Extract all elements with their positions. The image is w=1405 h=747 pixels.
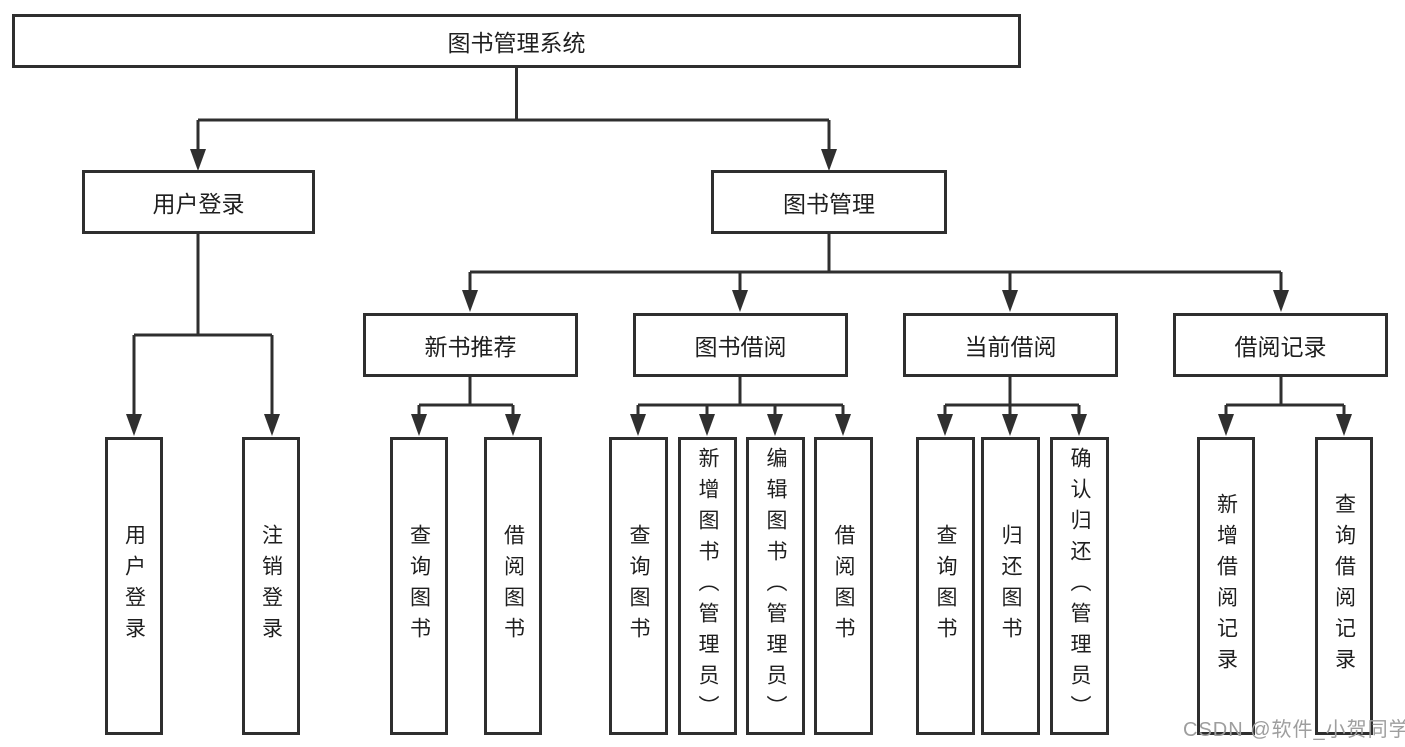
node-label: 图书借阅 — [694, 334, 787, 360]
leaf-label: 查询图书 — [627, 524, 650, 648]
node-book-management: 图书管理 — [711, 170, 947, 234]
connector-user-login-to-leaves — [126, 234, 280, 436]
leaf-user-login: 用户登录 — [105, 437, 163, 735]
leaf-label: 用户登录 — [122, 524, 146, 648]
leaf-query-books-2: 查询图书 — [609, 437, 668, 735]
connector-book-mgmt-to-level3 — [462, 234, 1289, 312]
leaf-label: 借阅图书 — [501, 524, 525, 648]
leaf-label: 借阅图书 — [832, 524, 855, 648]
node-label: 新书推荐 — [424, 334, 517, 360]
leaf-add-borrow-record: 新增借阅记录 — [1197, 437, 1255, 735]
leaf-query-books-3: 查询图书 — [916, 437, 975, 735]
node-new-book-recommend: 新书推荐 — [363, 313, 578, 377]
node-book-borrowing: 图书借阅 — [633, 313, 848, 377]
connector-records-to-leaves — [1218, 377, 1352, 436]
leaf-label: 确认归还（管理员） — [1068, 446, 1091, 726]
leaf-edit-books-admin: 编辑图书（管理员） — [746, 437, 805, 735]
leaf-query-borrow-record: 查询借阅记录 — [1315, 437, 1373, 735]
leaf-label: 归还图书 — [999, 524, 1022, 648]
leaf-label: 查询借阅记录 — [1332, 493, 1356, 679]
leaf-label: 编辑图书（管理员） — [764, 446, 787, 726]
node-user-login: 用户登录 — [82, 170, 315, 234]
connector-root-to-level2 — [190, 68, 837, 171]
leaf-label: 新增图书（管理员） — [696, 446, 719, 726]
connector-borrowing-to-leaves — [630, 377, 851, 436]
leaf-label: 查询图书 — [407, 524, 431, 648]
leaf-return-books: 归还图书 — [981, 437, 1040, 735]
leaf-label: 注销登录 — [259, 524, 283, 648]
node-current-borrowing: 当前借阅 — [903, 313, 1118, 377]
node-label: 图书管理系统 — [447, 30, 586, 56]
leaf-query-books-1: 查询图书 — [390, 437, 448, 735]
node-library-management-system: 图书管理系统 — [12, 14, 1021, 68]
leaf-logout: 注销登录 — [242, 437, 300, 735]
connector-current-to-leaves — [937, 377, 1087, 436]
node-label: 用户登录 — [152, 191, 245, 217]
leaf-confirm-return-admin: 确认归还（管理员） — [1050, 437, 1109, 735]
leaf-borrow-books-2: 借阅图书 — [814, 437, 873, 735]
node-label: 图书管理 — [783, 191, 875, 217]
leaf-label: 新增借阅记录 — [1214, 493, 1238, 679]
connector-new-books-to-leaves — [411, 377, 521, 436]
node-borrowing-records: 借阅记录 — [1173, 313, 1388, 377]
node-label: 借阅记录 — [1234, 334, 1327, 360]
node-label: 当前借阅 — [964, 334, 1057, 360]
leaf-borrow-books-1: 借阅图书 — [484, 437, 542, 735]
leaf-add-books-admin: 新增图书（管理员） — [678, 437, 737, 735]
csdn-watermark: CSDN @软件_小贺同学 — [1183, 719, 1405, 741]
leaf-label: 查询图书 — [934, 524, 957, 648]
